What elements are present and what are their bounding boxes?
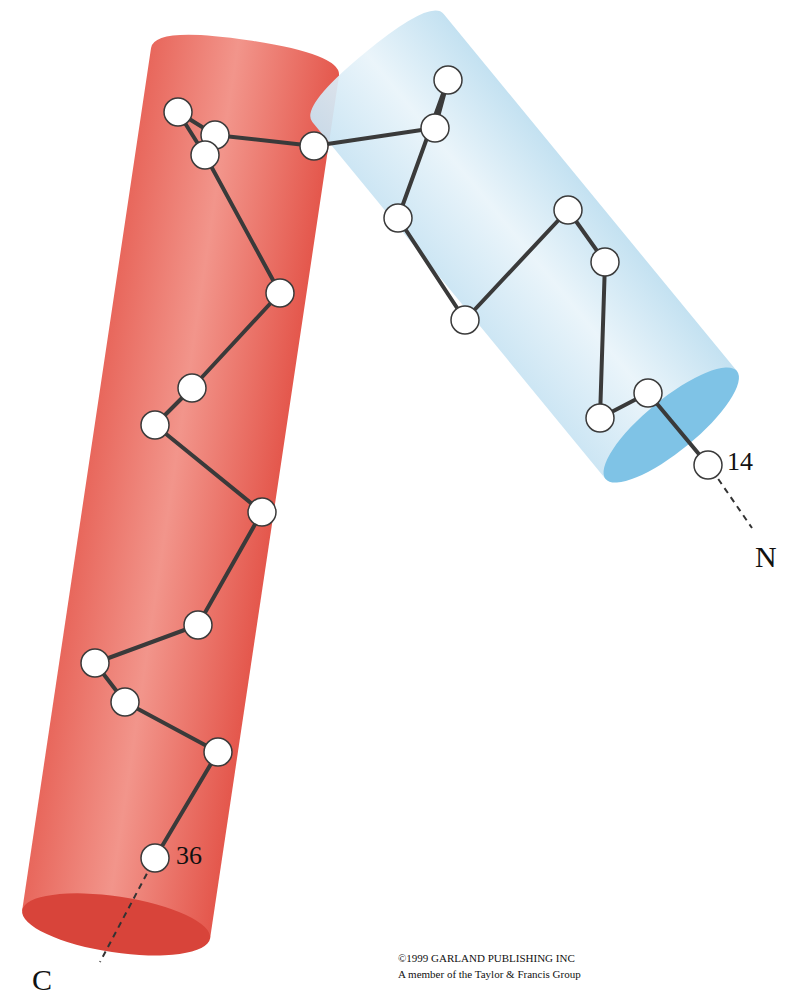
red-cylinder-body: [22, 26, 342, 938]
red-helix: [18, 26, 342, 966]
backbone-trace: [95, 80, 708, 858]
terminus-label: C: [32, 963, 52, 996]
alpha-carbons: [81, 66, 722, 872]
n-terminus-dash: [712, 470, 752, 528]
blue-helix: [300, 0, 754, 499]
terminus-label: N: [755, 540, 777, 573]
copyright-note: ©1999 GARLAND PUBLISHING INC: [398, 952, 575, 964]
residue-number: 36: [176, 842, 202, 871]
copyright-note: A member of the Taylor & Francis Group: [398, 968, 581, 980]
red-cylinder-end: [18, 883, 214, 966]
c-terminus-dash: [100, 864, 152, 962]
residue-number: 14: [727, 448, 753, 477]
blue-cylinder-end: [589, 351, 753, 499]
